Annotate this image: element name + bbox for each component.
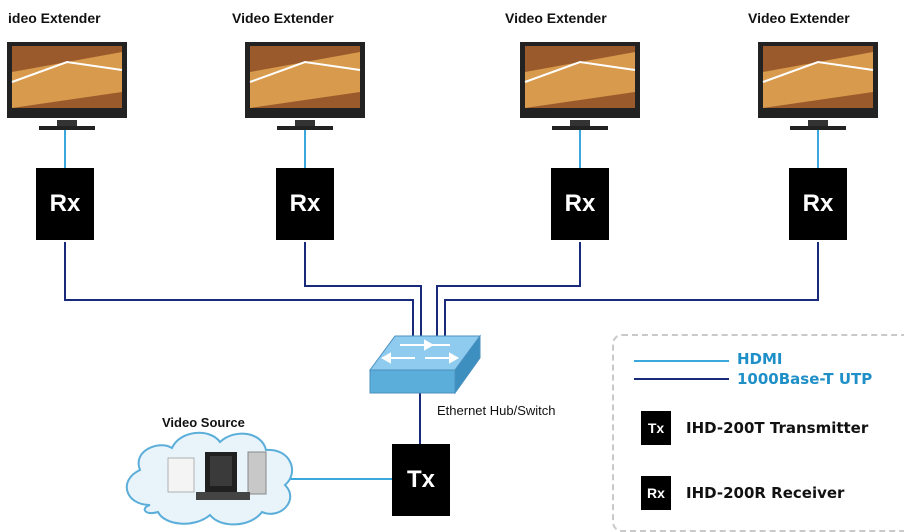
tv-2-icon bbox=[245, 42, 365, 137]
tv-4-icon bbox=[758, 42, 878, 137]
legend-rx-badge: Rx bbox=[641, 476, 671, 510]
legend-box: HDMI 1000Base-T UTP Tx IHD-200T Transmit… bbox=[612, 334, 904, 532]
video-source-cloud bbox=[125, 431, 294, 526]
rx-receiver-4: Rx bbox=[789, 168, 847, 240]
video-source-label: Video Source bbox=[162, 415, 245, 430]
legend-utp: 1000Base-T UTP bbox=[737, 370, 873, 388]
extender-label-1: ideo Extender bbox=[8, 10, 101, 26]
rx-receiver-2: Rx bbox=[276, 168, 334, 240]
rx-receiver-3: Rx bbox=[551, 168, 609, 240]
ethernet-hub-icon bbox=[369, 334, 481, 395]
legend-tx-desc: IHD-200T Transmitter bbox=[686, 419, 869, 437]
hub-label: Ethernet Hub/Switch bbox=[437, 403, 556, 418]
extender-label-3: Video Extender bbox=[505, 10, 607, 26]
tx-transmitter: Tx bbox=[392, 444, 450, 516]
utp-lines bbox=[64, 242, 819, 444]
legend-hdmi: HDMI bbox=[737, 350, 783, 368]
tv-3-icon bbox=[520, 42, 640, 137]
legend-rx-desc: IHD-200R Receiver bbox=[686, 484, 845, 502]
extender-label-4: Video Extender bbox=[748, 10, 850, 26]
tv-1-icon bbox=[7, 42, 127, 137]
extender-label-2: Video Extender bbox=[232, 10, 334, 26]
rx-receiver-1: Rx bbox=[36, 168, 94, 240]
legend-tx-badge: Tx bbox=[641, 411, 671, 445]
